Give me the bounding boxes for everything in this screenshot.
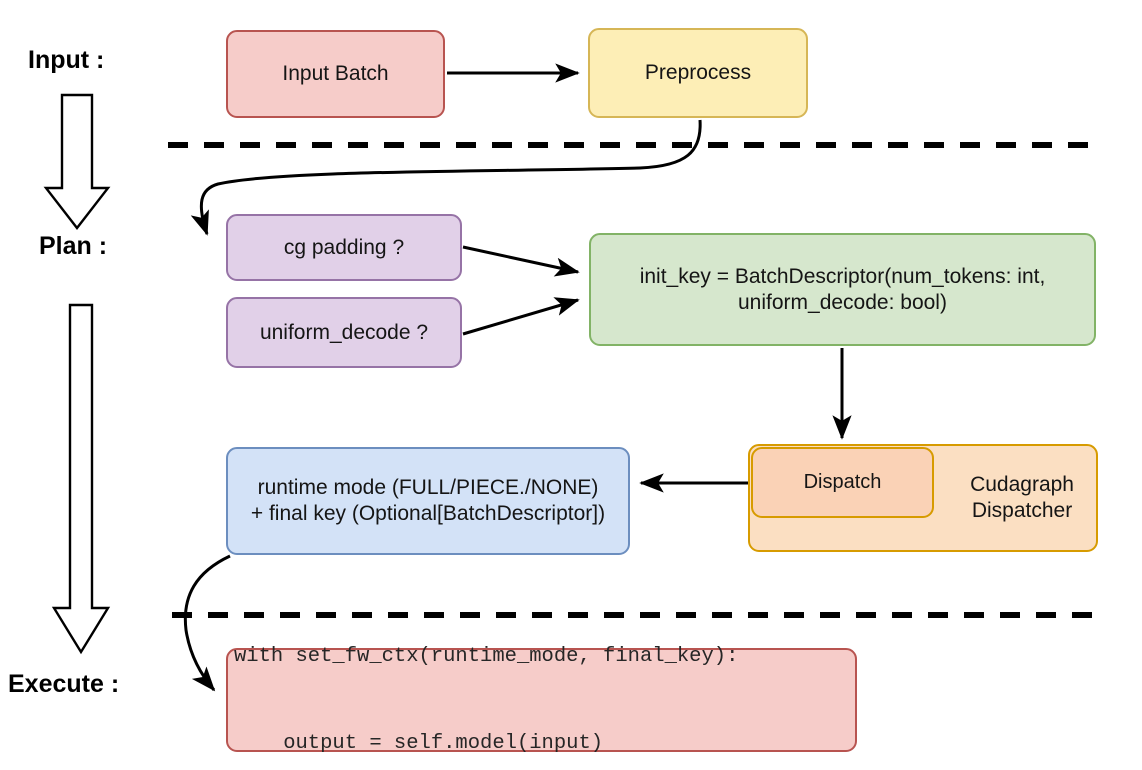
- node-uniform-decode-label: uniform_decode ?: [259, 320, 429, 344]
- node-runtime-mode-line2: + final key (Optional[BatchDescriptor]): [250, 502, 606, 525]
- uniform-decode-to-init-key: [462, 297, 580, 336]
- node-execute-code[interactable]: with set_fw_ctx(runtime_mode, final_key)…: [226, 645, 857, 755]
- node-input-batch[interactable]: Input Batch: [226, 30, 445, 118]
- node-dispatch[interactable]: Dispatch: [751, 447, 934, 518]
- stage-label-execute: Execute :: [8, 670, 120, 698]
- node-input-batch-label: Input Batch: [282, 62, 389, 86]
- node-execute-code-line1: with set_fw_ctx(runtime_mode, final_key)…: [234, 644, 739, 668]
- node-runtime-mode-line1: runtime mode (FULL/PIECE./NONE): [257, 476, 599, 500]
- node-uniform-decode[interactable]: uniform_decode ?: [226, 297, 462, 368]
- preprocess-to-cg-padding: [190, 119, 702, 236]
- node-init-key-line1: init_key = BatchDescriptor(num_tokens: i…: [639, 264, 1046, 288]
- node-execute-code-line2: output = self.model(input): [234, 732, 604, 756]
- node-cg-padding-label: cg padding ?: [283, 235, 405, 259]
- stage-label-input: Input :: [28, 46, 105, 74]
- node-init-key-line2: uniform_decode: bool): [738, 290, 947, 314]
- node-cudagraph-dispatcher-line2: Dispatcher: [971, 499, 1073, 522]
- node-cg-padding[interactable]: cg padding ?: [226, 214, 462, 281]
- plan-to-execute-progress: [51, 303, 111, 655]
- stage-label-plan: Plan :: [39, 232, 108, 260]
- node-runtime-mode[interactable]: runtime mode (FULL/PIECE./NONE) + final …: [226, 447, 630, 555]
- runtime-mode-to-execute-code: [183, 554, 231, 692]
- node-init-key[interactable]: init_key = BatchDescriptor(num_tokens: i…: [589, 233, 1096, 346]
- node-preprocess-label: Preprocess: [644, 61, 752, 85]
- input-to-plan-progress: [43, 93, 111, 230]
- node-cudagraph-dispatcher-line1: Cudagraph: [970, 473, 1074, 497]
- node-preprocess[interactable]: Preprocess: [588, 28, 808, 118]
- node-dispatch-label: Dispatch: [803, 471, 882, 494]
- cg-padding-to-init-key: [462, 245, 580, 277]
